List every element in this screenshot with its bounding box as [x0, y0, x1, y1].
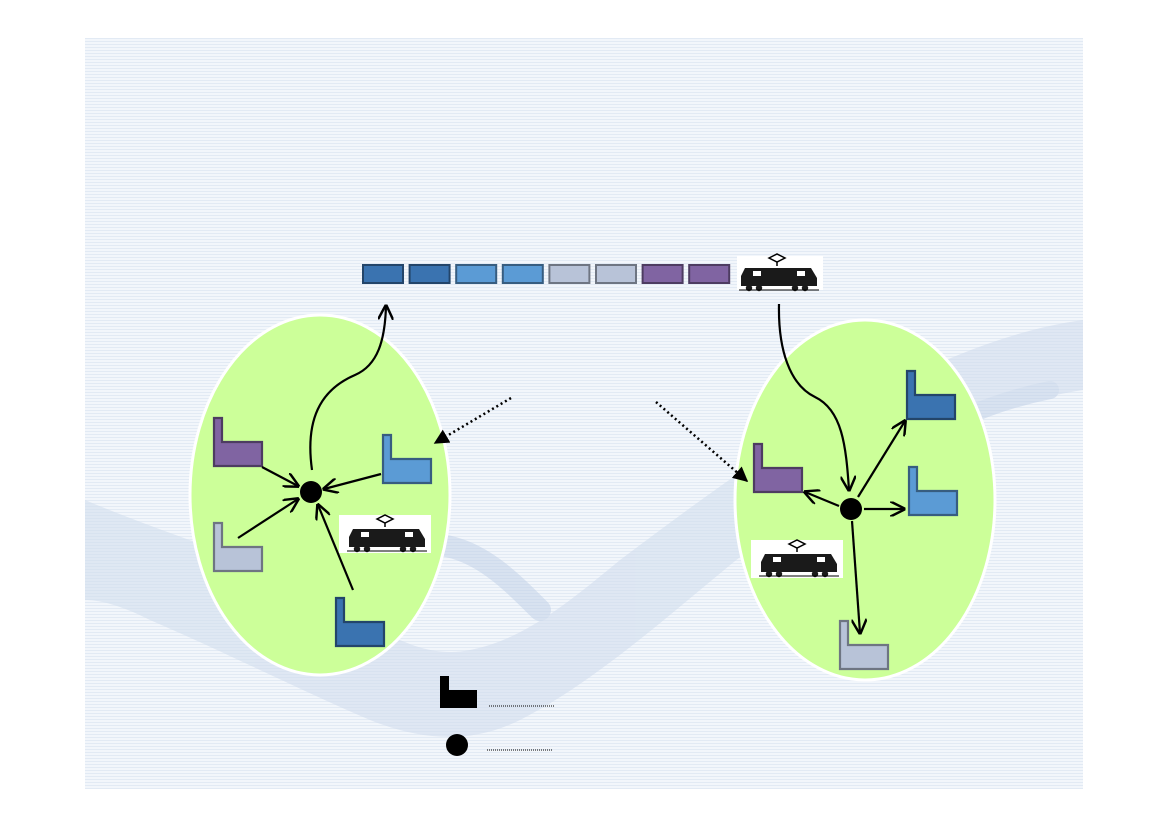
factory-icon: [212, 416, 264, 468]
legend-factory-icon: [440, 676, 477, 708]
train-wagon: [641, 264, 684, 284]
freight-train: [362, 253, 823, 292]
destination-distribution-arrows: [777, 303, 905, 633]
origin-factories: [212, 416, 433, 648]
train-wagon: [455, 264, 498, 284]
origin-terminal-dot: [300, 481, 322, 503]
train-locomotive-icon: [737, 253, 823, 292]
factory-icon: [752, 442, 804, 494]
train-wagon: [408, 264, 451, 284]
factory-icon: [212, 521, 264, 573]
destination-terminal-dot: [840, 498, 862, 520]
train-wagon: [548, 264, 591, 284]
destination-factories: [752, 369, 959, 671]
train-wagon: [362, 264, 404, 284]
factory-icon: [907, 465, 959, 517]
train-wagon: [501, 264, 544, 284]
legend: [440, 676, 554, 756]
factory-icon: [334, 596, 386, 648]
origin-collection-arrows: [237, 306, 386, 591]
factory-icon: [838, 619, 890, 671]
train-wagon: [595, 264, 637, 284]
train-wagon: [688, 264, 731, 284]
factory-icon: [381, 433, 433, 485]
destination-locomotive-icon: [751, 539, 843, 578]
origin-locomotive-icon: [339, 514, 431, 553]
dotted-pointer-arrows: [433, 396, 749, 482]
legend-terminal-dot-icon: [446, 734, 468, 756]
